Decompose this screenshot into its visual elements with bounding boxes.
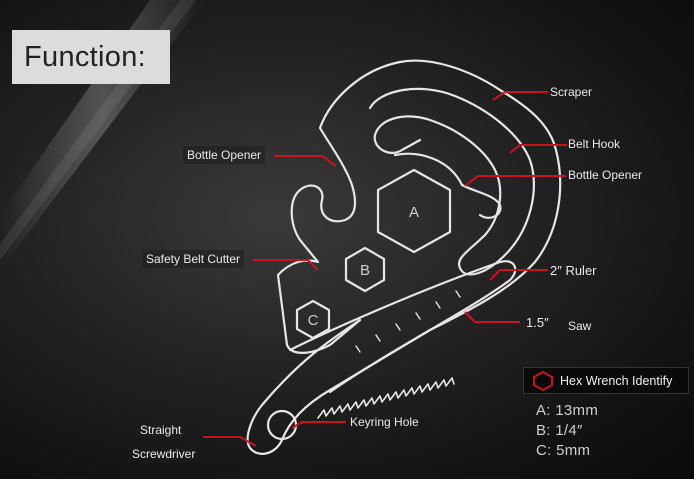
- legend-row-a: A: 13mm: [536, 402, 599, 419]
- label-screwdriver: Screwdriver: [128, 445, 200, 463]
- hex-c-letter: C: [308, 312, 319, 329]
- label-saw: Saw: [568, 319, 592, 333]
- label-belt-hook: Belt Hook: [568, 137, 621, 151]
- leader-lines: [203, 91, 567, 447]
- hex-a-letter: A: [409, 204, 419, 221]
- saw-teeth: [317, 377, 455, 419]
- label-keyring-hole: Keyring Hole: [350, 415, 419, 429]
- label-bottle-opener-left: Bottle Opener: [183, 146, 266, 164]
- hex-legend-title: Hex Wrench Identify: [560, 373, 673, 388]
- label-saw-size: 1.5″: [526, 315, 549, 330]
- handle-outline: [288, 260, 517, 394]
- legend-row-b: B: 1/4″: [536, 422, 583, 439]
- hex-legend-header: Hex Wrench Identify: [523, 367, 689, 394]
- label-ruler: 2″ Ruler: [550, 263, 597, 278]
- hex-a: [376, 168, 452, 254]
- label-safety-belt-cutter: Safety Belt Cutter: [142, 250, 245, 268]
- tool-body-outline: [246, 59, 562, 455]
- label-bottle-opener-right: Bottle Opener: [568, 168, 643, 182]
- keyring-hole: [266, 409, 298, 441]
- hex-c: [295, 299, 331, 340]
- page-title: Function:: [12, 30, 170, 84]
- legend-row-c: C: 5mm: [536, 442, 591, 459]
- hexagon-icon: [533, 370, 553, 391]
- belt-hook-slot: [368, 87, 535, 276]
- label-straight: Straight: [136, 421, 186, 439]
- label-scraper: Scraper: [550, 85, 593, 99]
- hex-b-letter: B: [360, 262, 370, 279]
- hex-b: [344, 246, 386, 293]
